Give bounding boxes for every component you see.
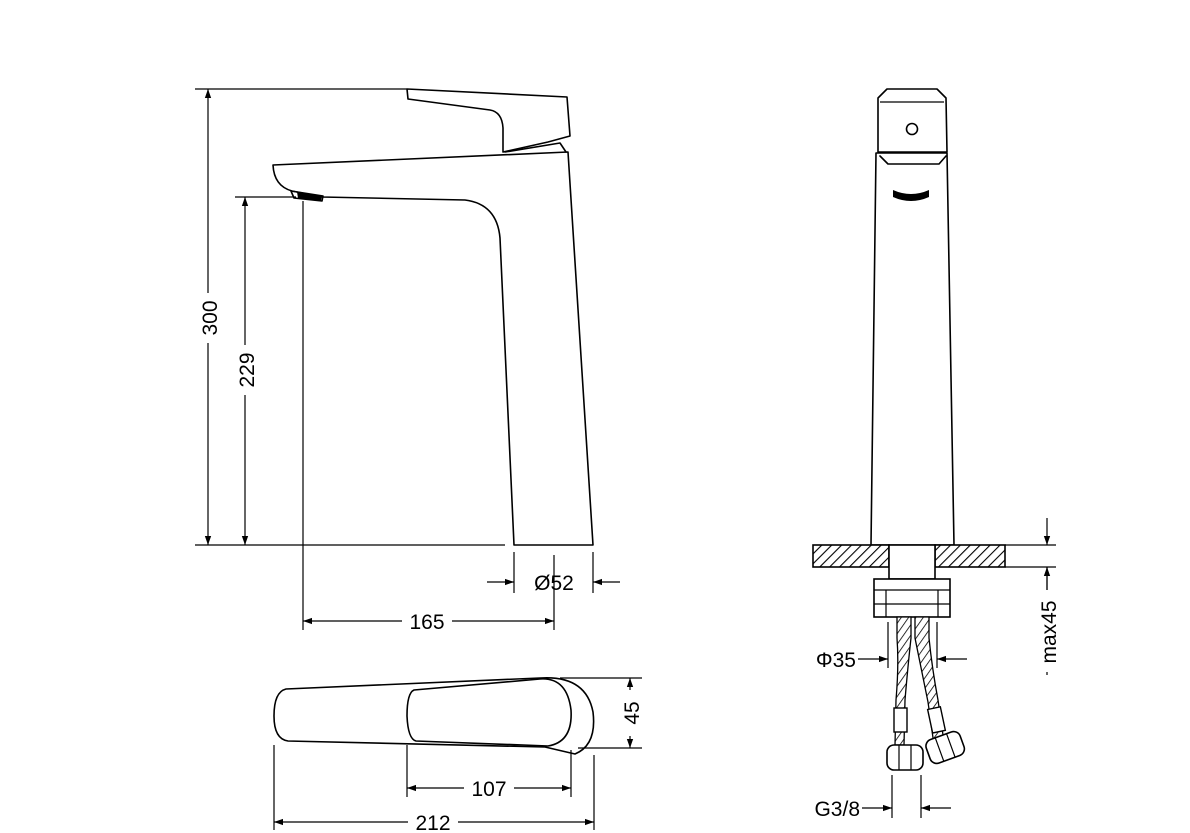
lever-top-outline (406, 678, 572, 747)
hose-fitting-left (886, 744, 924, 771)
dim-counter-thickness: max45 (1038, 600, 1061, 663)
hose-fitting-right (925, 730, 966, 765)
top-dimensions: 45 107 212 (273, 677, 644, 833)
spout-aerator (297, 192, 322, 201)
mounting-nut (873, 578, 951, 618)
lever-neck (504, 142, 567, 153)
top-view (273, 677, 595, 755)
front-dimensions: 300 229 Ø52 165 (195, 88, 620, 634)
faucet-body-outline (272, 151, 594, 546)
dim-lever-width: 45 (621, 701, 644, 724)
mounting-shank (888, 544, 936, 580)
side-view (812, 88, 1006, 771)
lever-outline (406, 88, 571, 153)
counter-top-right (934, 544, 1006, 568)
side-indicator-hole (905, 122, 919, 136)
spout-tip (290, 190, 324, 202)
side-body-outline (870, 152, 955, 546)
dim-spout-height: 229 (236, 352, 259, 387)
dim-total-length: 212 (415, 812, 450, 833)
side-spout-slot (893, 190, 929, 201)
dim-hose-diameter: Φ35 (816, 649, 856, 672)
dim-connection-thread: G3/8 (814, 798, 860, 821)
front-view (195, 88, 594, 546)
spout-top-outline (273, 677, 595, 755)
counter-top-left (812, 544, 890, 568)
side-lever-outline (877, 88, 948, 153)
dim-lever-length: 107 (471, 778, 506, 801)
dim-spout-reach: 165 (409, 611, 444, 634)
side-dimensions: max45 Φ35 G3/8 (814, 518, 1061, 821)
dim-total-height: 300 (199, 300, 222, 335)
